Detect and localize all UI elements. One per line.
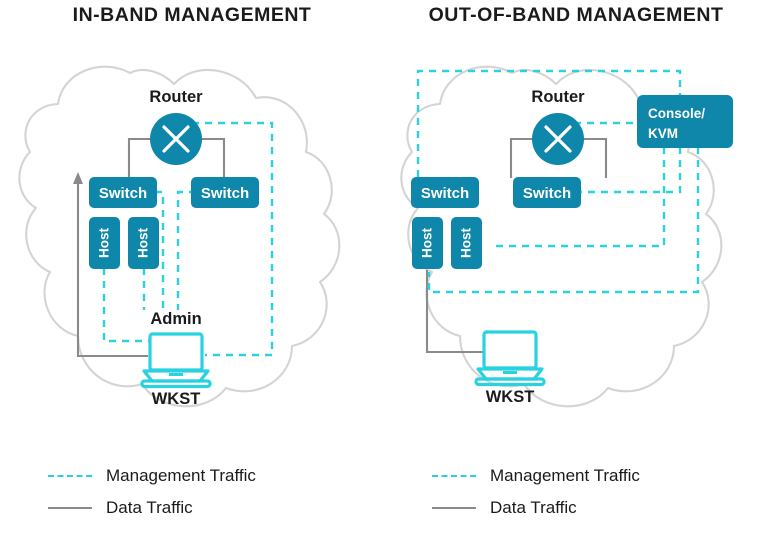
wkst-label: WKST (152, 390, 201, 408)
svg-text:Host: Host (97, 227, 112, 258)
host-right-node[interactable]: Host (128, 217, 159, 269)
dashed-line-icon (48, 475, 92, 477)
svg-text:Switch: Switch (421, 185, 469, 202)
workstation-laptop-icon[interactable] (140, 332, 212, 389)
host-right-node[interactable]: Host (451, 217, 482, 269)
legend-item-data-traffic: Data Traffic (384, 492, 768, 524)
svg-text:Console/: Console/ (648, 106, 705, 121)
dashed-line-icon (432, 475, 476, 477)
svg-text:KVM: KVM (648, 126, 678, 141)
legend-out-of-band: Management Traffic Data Traffic (384, 460, 768, 524)
panel-title-out-of-band: OUT-OF-BAND MANAGEMENT (428, 4, 724, 26)
svg-text:Switch: Switch (201, 185, 249, 202)
solid-line-icon (48, 507, 92, 509)
console-kvm-node[interactable]: Console/ KVM (637, 95, 733, 148)
switch-right-node[interactable]: Switch (191, 177, 259, 208)
switch-right-node[interactable]: Switch (513, 177, 581, 208)
panel-title-in-band: IN-BAND MANAGEMENT (72, 4, 312, 26)
legend-label-data-traffic: Data Traffic (490, 498, 577, 517)
router-label: Router (149, 88, 203, 106)
management-traffic-links (102, 121, 274, 357)
legend-label-management-traffic: Management Traffic (490, 466, 640, 485)
solid-line-icon (432, 507, 476, 509)
admin-label: Admin (150, 310, 201, 328)
svg-text:Switch: Switch (523, 185, 571, 202)
switch-left-node[interactable]: Switch (411, 177, 479, 208)
legend-in-band: Management Traffic Data Traffic (0, 460, 384, 524)
router-icon[interactable] (150, 113, 202, 165)
legend-label-management-traffic: Management Traffic (106, 466, 256, 485)
host-left-node[interactable]: Host (412, 217, 443, 269)
svg-text:Host: Host (136, 227, 151, 258)
wkst-label: WKST (486, 388, 535, 406)
legend-item-data-traffic: Data Traffic (0, 492, 384, 524)
router-label: Router (531, 88, 585, 106)
legend-item-management-traffic: Management Traffic (0, 460, 384, 492)
legend-item-management-traffic: Management Traffic (384, 460, 768, 492)
router-icon[interactable] (532, 113, 584, 165)
svg-text:Host: Host (459, 227, 474, 258)
out-of-band-graphic: Router Switch Switch Host (384, 0, 768, 542)
svg-text:Switch: Switch (99, 185, 147, 202)
network-cloud-icon (18, 65, 341, 408)
svg-text:Host: Host (420, 227, 435, 258)
panel-out-of-band: OUT-OF-BAND MANAGEMENT (384, 0, 768, 542)
in-band-graphic: Router Switch Switch (18, 65, 341, 408)
panel-in-band: IN-BAND MANAGEMENT (0, 4, 384, 524)
workstation-laptop-icon[interactable] (474, 330, 546, 387)
legend-label-data-traffic: Data Traffic (106, 498, 193, 517)
data-flow-arrow-icon (73, 172, 83, 184)
switch-left-node[interactable]: Switch (89, 177, 157, 208)
host-left-node[interactable]: Host (89, 217, 120, 269)
